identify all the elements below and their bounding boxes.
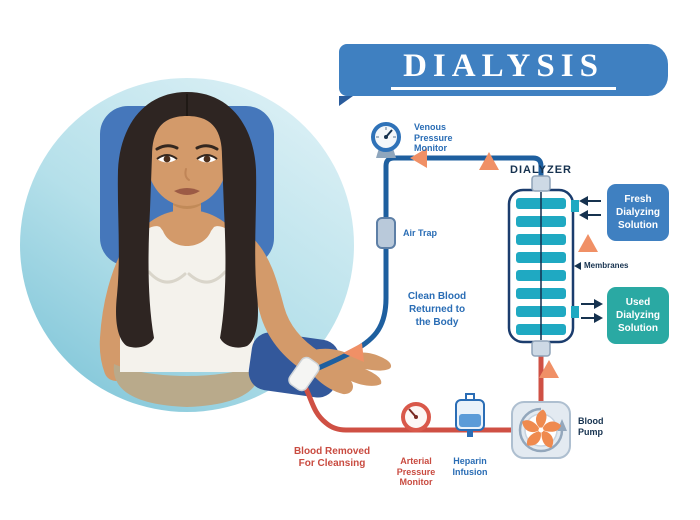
gauge-pin [414, 415, 418, 419]
flow-arrow-icon [539, 360, 559, 378]
dialysate-outlet-port [571, 306, 579, 318]
patient-hair [116, 92, 258, 348]
wrist-cuff [288, 356, 320, 392]
patient-face-features [155, 144, 219, 195]
dialysate-inlet-port [571, 200, 579, 212]
page-title: DIALYSIS [391, 50, 616, 90]
fresh-inflow-arrowhead [579, 196, 588, 206]
used-outflow-arrowhead [594, 313, 603, 323]
eyelash-right [196, 154, 218, 160]
air-trap-label: Air Trap [403, 228, 438, 238]
impeller-blade [526, 430, 541, 446]
fresh-inflow-arrowhead [579, 210, 588, 220]
arterial-pressure-monitor-label: Arterial Pressure Monitor [396, 456, 436, 487]
armrest [248, 332, 340, 398]
venous-blood-tube [307, 155, 544, 375]
eyebrow-left [155, 144, 179, 151]
used-dialyzing-solution-box: Used Dialyzing Solution [607, 287, 669, 344]
dialyzer [507, 175, 579, 357]
air-trap-icon [376, 217, 396, 249]
patient [99, 92, 392, 407]
arterial-blood-tube [300, 380, 516, 433]
impeller-hub [538, 427, 544, 433]
impeller-blade [541, 421, 562, 432]
dialyzer-bottom-connector [531, 340, 551, 357]
used-outflow-arrowhead [594, 299, 603, 309]
title-banner: DIALYSIS [339, 44, 668, 106]
patient-hand [309, 348, 392, 395]
eyebrow-right [195, 144, 219, 151]
blood-removed-label: Blood Removed For Cleansing [293, 446, 371, 469]
flow-arrow-icon [343, 343, 364, 362]
clean-blood-label: Clean Blood Returned to the Body [407, 291, 467, 328]
flow-arrow-icon [410, 148, 427, 168]
patient-right-arm [230, 233, 327, 376]
pump-rotation-arrow [518, 407, 564, 453]
dialysate-flow-arrows [574, 196, 603, 323]
gauge-ticks [376, 127, 396, 138]
bag-liquid [459, 414, 481, 427]
bust-shading [147, 270, 227, 284]
venous-pressure-gauge-icon [371, 122, 401, 158]
heparin-infusion-label: Heparin Infusion [452, 456, 488, 477]
membranes-pointer-icon [574, 262, 581, 270]
impeller-blade [541, 430, 554, 448]
flow-arrow-icon [479, 152, 499, 170]
impeller-blade [535, 409, 547, 429]
blood-pump-label: Blood Pump [578, 416, 604, 437]
venous-pressure-monitor-label: Venous Pressure Monitor [414, 122, 453, 153]
eyelash-left [156, 154, 178, 160]
gauge-pin [384, 135, 388, 139]
patient-head [147, 114, 227, 206]
flow-arrow-icon [578, 234, 598, 252]
heparin-bag-icon [455, 393, 485, 437]
bag-nozzle [467, 430, 473, 437]
iris-left [163, 155, 171, 163]
iris-right [203, 155, 211, 163]
lips [174, 188, 200, 195]
fresh-dialyzing-solution-box: Fresh Dialyzing Solution [607, 184, 669, 241]
patient-skirt [113, 364, 261, 407]
blood-pump-icon [511, 401, 571, 459]
impeller-blade [522, 420, 541, 432]
nose [184, 168, 190, 181]
blood-circuit [300, 148, 598, 433]
dialyzer-label: DIALYZER [510, 164, 572, 176]
membranes-label: Membranes [584, 261, 629, 270]
arterial-pressure-gauge-icon [401, 402, 431, 432]
dialyzer-top-connector [531, 175, 551, 192]
banner-fold [339, 96, 353, 106]
